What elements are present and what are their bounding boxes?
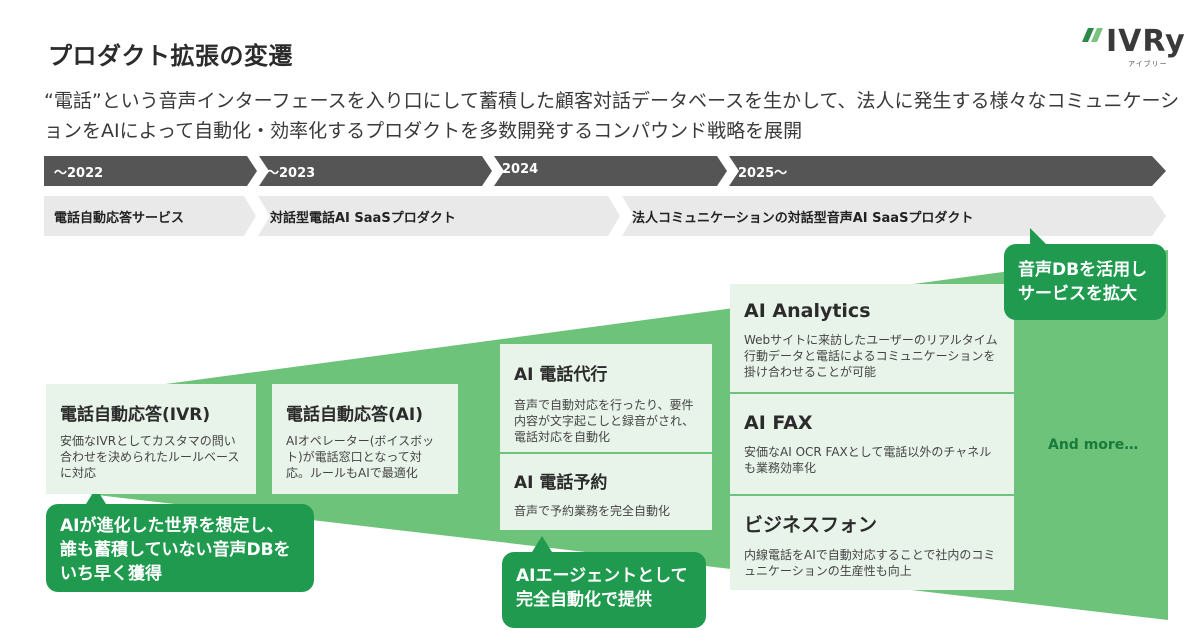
phase-arrow-2 — [258, 196, 620, 236]
product-title: ビジネスフォン — [744, 514, 878, 536]
product-card-analytics: AI Analytics Webサイトに来訪したユーザーのリアルタイム行動データ… — [730, 284, 1014, 392]
phase-arrow-1 — [44, 196, 256, 236]
product-card-fax: AI FAX 安価なAI OCR FAXとして電話以外のチャネルも業務効率化 — [730, 394, 1014, 494]
company-logo: IVRy アイブリー — [1082, 24, 1188, 70]
callout-voice-db: AIが進化した世界を想定し、誰も蓄積していない音声DBをいち早く獲得 — [46, 504, 314, 592]
product-card-call-agent: AI 電話代行 音声で自動対応を行ったり、要件内容が文字起こしと録音がされ、電話… — [500, 344, 712, 452]
product-description: 音声で自動対応を行ったり、要件内容が文字起こしと録音がされ、電話対応を自動化 — [514, 398, 695, 444]
timeline-arrow-1 — [44, 156, 257, 186]
phase-arrow-3 — [622, 196, 1166, 236]
product-title: 電話自動応答(AI) — [286, 405, 424, 425]
product-title: AI FAX — [744, 412, 813, 434]
bubble-tail-right — [1030, 228, 1046, 244]
product-card-ai: 電話自動応答(AI) AIオペレーター(ボイスボット)が電話窓口となって対応。ル… — [272, 384, 458, 494]
callout-ai-agent: AIエージェントとして完全自動化で提供 — [502, 552, 706, 628]
product-description: Webサイトに来訪したユーザーのリアルタイム行動データと電話によるコミュニケーシ… — [744, 333, 998, 379]
product-title: AI 電話予約 — [514, 473, 608, 493]
product-description: 音声で予約業務を完全自動化 — [514, 504, 671, 518]
product-title: AI Analytics — [744, 300, 871, 322]
page-title: プロダクト拡張の変遷 — [48, 42, 293, 70]
timeline-arrow-2 — [259, 156, 492, 186]
timeline-label-2025: 2025〜 — [738, 166, 788, 181]
product-description: 内線電話をAIで自動対応することで社内のコミュニケーションの生産性も向上 — [744, 548, 996, 578]
product-title: 電話自動応答(IVR) — [60, 405, 211, 425]
bubble-tail-left — [86, 488, 106, 504]
timeline-label-2022: 〜2022 — [54, 166, 104, 181]
strategy-description: “電話”という音声インターフェースを入り口にして蓄積した顧客対話データベースを生… — [44, 90, 1180, 142]
logo-wordmark: IVRy — [1106, 24, 1186, 59]
timeline-arrow-3 — [494, 156, 727, 186]
callout-expand-services: 音声DBを活用しサービスを拡大 — [1004, 244, 1166, 320]
product-card-business-phone: ビジネスフォン 内線電話をAIで自動対応することで社内のコミュニケーションの生産… — [730, 496, 1014, 590]
product-card-reservation: AI 電話予約 音声で予約業務を完全自動化 — [500, 454, 712, 530]
product-card-ivr: 電話自動応答(IVR) 安価なIVRとしてカスタマの問い合わせを決められたルール… — [46, 384, 256, 494]
timeline-label-2024: 2024 — [502, 162, 539, 177]
bubble-tail-middle — [532, 536, 552, 552]
phase-label-ai-saas: 対話型電話AI SaaSプロダクト — [270, 211, 456, 226]
phase-label-ivr: 電話自動応答サービス — [54, 211, 185, 226]
logo-subtext: アイブリー — [1128, 60, 1168, 68]
product-description: 安価なAI OCR FAXとして電話以外のチャネルも業務効率化 — [744, 445, 992, 475]
phase-label-voice-ai: 法人コミュニケーションの対話型音声AI SaaSプロダクト — [632, 211, 974, 226]
product-description: 安価なIVRとしてカスタマの問い合わせを決められたルールベースに対応 — [60, 434, 240, 480]
timeline-arrow-4 — [729, 156, 1166, 186]
and-more-label: And more… — [1048, 437, 1139, 453]
timeline-label-2023: 〜2023 — [266, 166, 316, 181]
logo-mark-icon — [1082, 28, 1103, 42]
product-description: AIオペレーター(ボイスボット)が電話窓口となって対応。ルールもAIで最適化 — [286, 434, 435, 480]
product-title: AI 電話代行 — [514, 365, 608, 385]
